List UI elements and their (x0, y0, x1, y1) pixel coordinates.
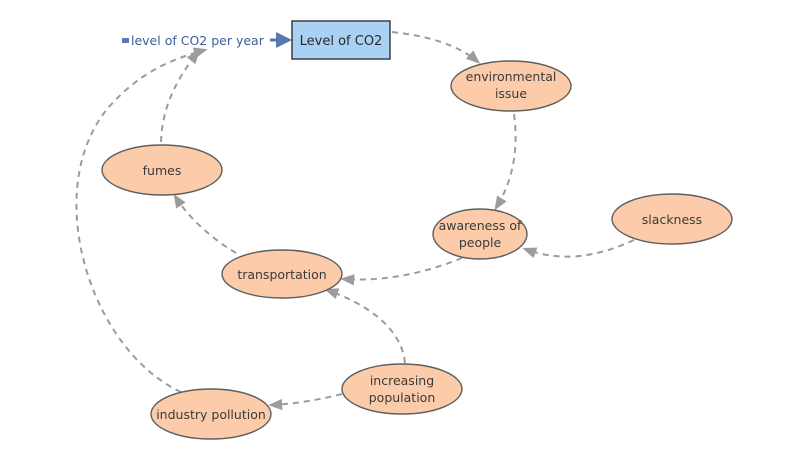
node-increasing-population[interactable]: increasing population (341, 363, 463, 415)
node-label: fumes (143, 163, 182, 178)
link-environmental-to-awareness (494, 113, 517, 211)
stock-label: Level of CO2 (300, 34, 383, 49)
node-environmental-issue[interactable]: environmental issue (450, 60, 572, 112)
node-label-line1: awareness of (439, 218, 522, 233)
node-industry-pollution[interactable]: industry pollution (150, 388, 272, 440)
node-label-line1: increasing (370, 373, 434, 388)
link-slackness-to-awareness (522, 239, 635, 259)
link-industry-to-flow (75, 47, 208, 393)
node-label-line1: environmental (466, 69, 557, 84)
link-population-to-transportation (324, 288, 406, 364)
link-fumes-to-flow (160, 49, 200, 143)
node-label: transportation (237, 267, 326, 282)
node-label-line2: people (459, 235, 502, 250)
link-awareness-to-transportation (340, 257, 463, 286)
link-population-to-industry (268, 393, 343, 411)
link-level-to-environmental (391, 31, 481, 64)
node-label-line2: issue (495, 86, 527, 101)
flow-arrow-icon (276, 32, 292, 48)
node-label: industry pollution (156, 407, 266, 422)
node-awareness-of-people[interactable]: awareness of people (432, 208, 528, 260)
link-transportation-to-fumes (173, 193, 237, 254)
stock-level-of-co2[interactable] (291, 20, 391, 60)
node-transportation[interactable]: transportation (221, 249, 343, 299)
flow-label[interactable]: level of CO2 per year (131, 33, 265, 48)
node-fumes[interactable]: fumes (101, 144, 223, 196)
node-label-line2: population (369, 390, 436, 405)
flow-pipe (122, 32, 292, 48)
node-slackness[interactable]: slackness (611, 193, 733, 245)
node-label: slackness (642, 212, 702, 227)
